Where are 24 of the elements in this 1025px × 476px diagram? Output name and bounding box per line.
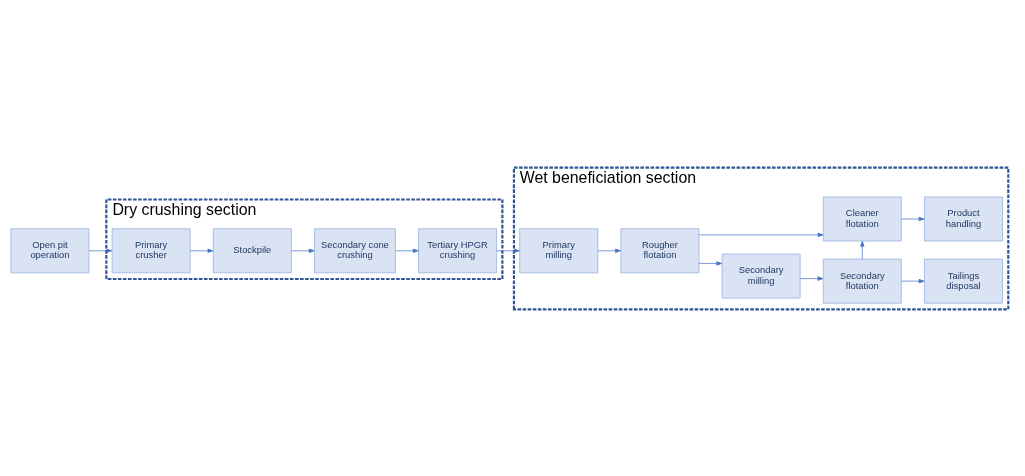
arrow (395, 248, 419, 253)
arrow (496, 248, 520, 253)
arrow (88, 248, 113, 253)
arrow (799, 275, 824, 281)
node-box: Secondary cone crushing (314, 227, 396, 273)
arrow (698, 260, 723, 266)
node-box: Open pit operation (10, 227, 90, 273)
node-box: Tailings disposal (924, 258, 1003, 304)
node-box: Product handling (924, 196, 1003, 241)
node-box: Rougher flotation (620, 227, 700, 273)
arrow (698, 232, 824, 237)
node-box: Tertiary HPGR crushing (418, 227, 497, 273)
node-box: Primary milling (519, 227, 599, 273)
arrow (860, 240, 865, 259)
node-box: Secondary milling (721, 253, 801, 298)
arrow (901, 216, 925, 221)
node-box: Cleaner flotation (822, 196, 902, 241)
arrow (901, 278, 925, 283)
arrow (189, 248, 214, 253)
node-box: Stockpile (212, 227, 292, 273)
arrow (597, 248, 621, 253)
node-box: Primary crusher (111, 227, 191, 273)
node-box: Secondary flotation (822, 258, 902, 304)
arrow (291, 248, 315, 253)
